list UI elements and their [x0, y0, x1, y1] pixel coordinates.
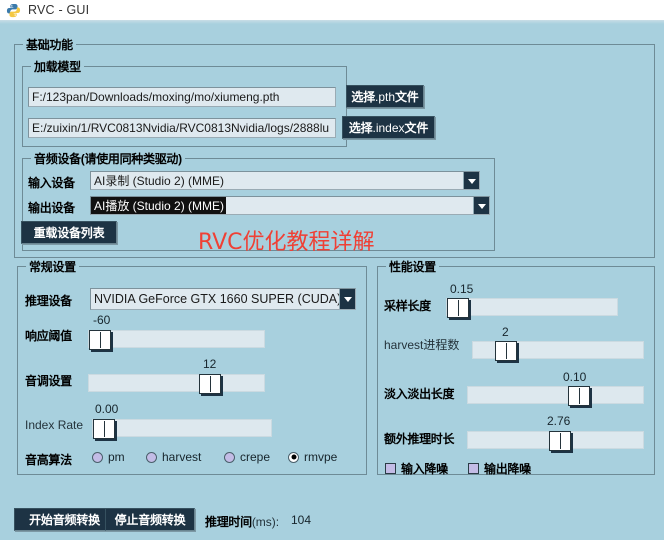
reload-device-list-label: 重载设备列表 [33, 226, 105, 240]
titlebar-shadow [0, 20, 664, 24]
fade-length-thumb[interactable] [568, 386, 590, 406]
select-index-label-1: 选择 [348, 121, 373, 135]
output-device-combo[interactable]: AI播放 (Studio 2) (MME) [90, 196, 490, 215]
pitch-setting-thumb[interactable] [199, 374, 221, 394]
inference-device-label: 推理设备 [25, 294, 72, 308]
input-device-combo[interactable]: AI录制 (Studio 2) (MME) [90, 171, 480, 190]
output-denoise-label: 输出降噪 [484, 462, 531, 476]
checkbox-icon[interactable] [385, 463, 396, 474]
performance-settings-group-title: 性能设置 [386, 258, 439, 275]
radio-icon[interactable] [224, 451, 235, 463]
inference-device-value: NVIDIA GeForce GTX 1660 SUPER (CUDA) [94, 292, 339, 306]
select-pth-label-1: 选择 [351, 90, 375, 104]
output-denoise-checkbox[interactable]: 输出降噪 [468, 460, 531, 477]
chevron-down-icon[interactable] [463, 172, 479, 189]
select-index-label-2: .index [372, 120, 405, 135]
start-audio-conversion-button[interactable]: 开始音频转换 [14, 508, 115, 531]
checkbox-icon[interactable] [468, 463, 479, 474]
chevron-down-icon[interactable] [339, 289, 355, 309]
pitch-option-harvest[interactable]: harvest [146, 450, 201, 464]
extra-inference-duration-track[interactable] [467, 431, 644, 451]
input-device-label: 输入设备 [28, 176, 75, 190]
load-model-group-title: 加载模型 [31, 58, 84, 75]
inference-time-unit: (ms): [251, 515, 280, 529]
audio-device-group-title: 音频设备(请使用同种类驱动) [31, 150, 185, 167]
inference-device-combo[interactable]: NVIDIA GeForce GTX 1660 SUPER (CUDA) [90, 288, 356, 310]
pitch-option-rmvpe[interactable]: rmvpe [288, 450, 337, 464]
general-settings-group-title: 常规设置 [26, 258, 79, 275]
sample-length-label: 采样长度 [384, 299, 431, 313]
sample-length-value: 0.15 [450, 282, 474, 296]
pth-path-value: F:/123pan/Downloads/moxing/mo/xiumeng.pt… [32, 90, 280, 104]
inference-time-value: 104 [291, 513, 312, 527]
harvest-process-count-thumb[interactable] [495, 341, 517, 361]
watermark-text: RVC优化教程详解 [198, 230, 375, 255]
audio-device-group: 音频设备(请使用同种类驱动) [22, 150, 495, 251]
pitch-setting-label: 音调设置 [25, 374, 72, 388]
radio-icon[interactable] [92, 451, 103, 463]
window-titlebar: RVC - GUI [0, 0, 664, 20]
fade-length-track[interactable] [467, 386, 644, 406]
response-threshold-value: -60 [93, 313, 111, 327]
index-rate-value: 0.00 [95, 402, 119, 416]
output-device-value: AI播放 (Studio 2) (MME) [91, 197, 227, 214]
radio-icon-selected[interactable] [288, 451, 299, 463]
input-device-value: AI录制 (Studio 2) (MME) [94, 174, 225, 188]
pitch-option-label: crepe [240, 450, 271, 464]
stop-audio-conversion-label: 停止音频转换 [114, 513, 186, 527]
window-title: RVC - GUI [28, 3, 90, 17]
select-pth-label-2: .pth [374, 89, 395, 104]
sample-length-thumb[interactable] [447, 298, 469, 318]
pitch-setting-value: 12 [203, 357, 217, 371]
harvest-process-count-text: harvest进程数 [384, 338, 460, 352]
stop-audio-conversion-button[interactable]: 停止音频转换 [105, 508, 195, 531]
pth-path-input[interactable]: F:/123pan/Downloads/moxing/mo/xiumeng.pt… [28, 87, 336, 107]
inference-time-label-text: 推理时间 [205, 515, 252, 529]
fade-length-label: 淡入淡出长度 [384, 387, 455, 401]
basic-function-group-title: 基础功能 [23, 36, 76, 53]
chevron-down-icon[interactable] [473, 197, 489, 214]
extra-inference-duration-label: 额外推理时长 [384, 432, 455, 446]
fade-length-value: 0.10 [563, 370, 587, 384]
performance-settings-group: 性能设置 [377, 258, 655, 475]
sample-length-track[interactable] [446, 298, 618, 318]
inference-time-label: 推理时间(ms): [205, 513, 279, 530]
response-threshold-thumb[interactable] [89, 330, 111, 350]
response-threshold-track[interactable] [88, 330, 265, 350]
extra-inference-duration-thumb[interactable] [549, 431, 571, 451]
input-denoise-checkbox[interactable]: 输入降噪 [385, 460, 448, 477]
select-index-label-3: 文件 [404, 121, 429, 135]
reload-device-list-button[interactable]: 重载设备列表 [21, 221, 117, 244]
harvest-process-count-label: harvest进程数 [384, 336, 459, 353]
index-rate-track[interactable] [92, 419, 272, 439]
pitch-option-crepe[interactable]: crepe [224, 450, 270, 464]
index-rate-thumb[interactable] [93, 419, 115, 439]
pitch-option-label: pm [108, 450, 125, 464]
pitch-setting-track[interactable] [88, 374, 265, 394]
input-denoise-label: 输入降噪 [401, 462, 448, 476]
pitch-algorithm-label: 音高算法 [25, 453, 72, 467]
start-audio-conversion-label: 开始音频转换 [29, 513, 100, 527]
pitch-option-label: rmvpe [304, 450, 338, 464]
response-threshold-label: 响应阈值 [25, 329, 72, 343]
select-pth-label-3: 文件 [395, 90, 419, 104]
general-settings-group: 常规设置 [17, 258, 367, 475]
python-logo-icon [6, 3, 21, 18]
index-path-value: E:/zuixin/1/RVC0813Nvidia/RVC0813Nvidia/… [32, 121, 330, 135]
harvest-process-count-track[interactable] [472, 341, 644, 361]
extra-inference-duration-value: 2.76 [547, 414, 571, 428]
output-device-label: 输出设备 [28, 201, 75, 215]
index-path-input[interactable]: E:/zuixin/1/RVC0813Nvidia/RVC0813Nvidia/… [28, 118, 336, 138]
basic-function-group: 基础功能 [14, 36, 655, 258]
harvest-process-count-value: 2 [502, 325, 509, 339]
pitch-option-label: harvest [162, 450, 202, 464]
radio-icon[interactable] [146, 451, 157, 463]
index-rate-label: Index Rate [25, 418, 84, 432]
pitch-option-pm[interactable]: pm [92, 450, 125, 464]
